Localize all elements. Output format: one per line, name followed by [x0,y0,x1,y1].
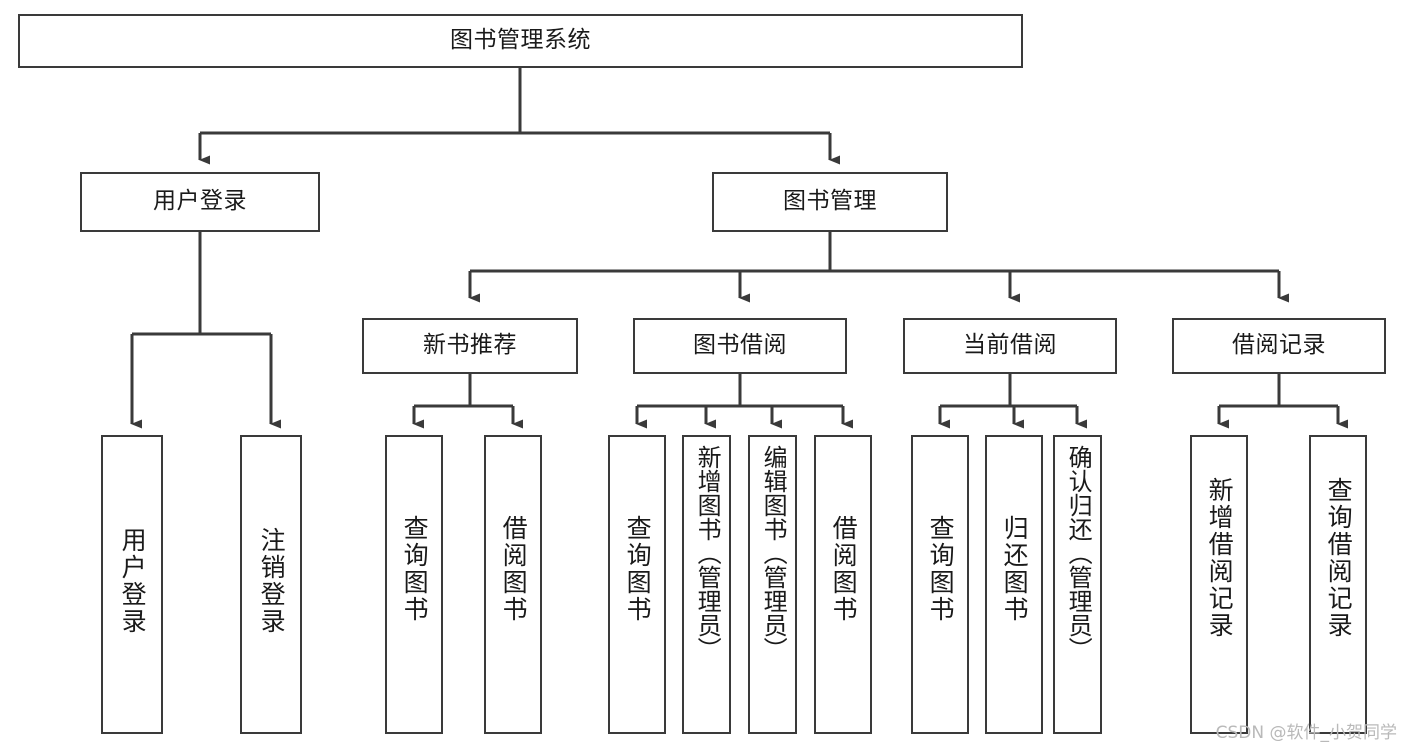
node-leaf-query-book-2-label: 查询图书 [623,515,653,623]
node-leaf-confirm-return-admin[interactable]: 确认归还（管理员） [1053,435,1102,734]
node-leaf-borrow-book-2-label: 借阅图书 [829,515,859,623]
node-leaf-borrow-book-2[interactable]: 借阅图书 [814,435,872,734]
node-leaf-query-borrow-record-label: 查询借阅记录 [1324,477,1354,639]
node-leaf-user-login[interactable]: 用户登录 [101,435,163,734]
node-leaf-add-borrow-record-label: 新增借阅记录 [1205,477,1235,639]
node-leaf-query-book-2[interactable]: 查询图书 [608,435,666,734]
node-leaf-query-borrow-record[interactable]: 查询借阅记录 [1309,435,1367,734]
node-new-book-recommend[interactable]: 新书推荐 [362,318,578,374]
node-borrow-record-label: 借阅记录 [1232,332,1326,359]
node-leaf-query-book-1-label: 查询图书 [400,515,430,623]
node-leaf-user-logout-label: 注销登录 [257,527,287,635]
node-book-manage[interactable]: 图书管理 [712,172,948,232]
node-root-label: 图书管理系统 [450,27,591,54]
node-leaf-add-borrow-record[interactable]: 新增借阅记录 [1190,435,1248,734]
node-borrow-record[interactable]: 借阅记录 [1172,318,1386,374]
node-leaf-return-book[interactable]: 归还图书 [985,435,1043,734]
node-new-book-recommend-label: 新书推荐 [423,332,517,359]
node-leaf-query-book-1[interactable]: 查询图书 [385,435,443,734]
node-book-borrow-label: 图书借阅 [693,332,787,359]
node-leaf-edit-book-admin[interactable]: 编辑图书（管理员） [748,435,797,734]
node-leaf-user-login-label: 用户登录 [118,527,148,635]
node-user-login-label: 用户登录 [153,188,247,215]
node-leaf-borrow-book-1[interactable]: 借阅图书 [484,435,542,734]
node-leaf-add-book-admin[interactable]: 新增图书（管理员） [682,435,731,734]
node-leaf-user-logout[interactable]: 注销登录 [240,435,302,734]
node-leaf-borrow-book-1-label: 借阅图书 [499,515,529,623]
node-current-borrow-label: 当前借阅 [963,332,1057,359]
node-root[interactable]: 图书管理系统 [18,14,1023,68]
node-leaf-confirm-return-admin-label: 确认归还（管理员） [1064,445,1093,661]
node-leaf-query-book-3[interactable]: 查询图书 [911,435,969,734]
node-leaf-return-book-label: 归还图书 [1000,515,1030,623]
node-user-login[interactable]: 用户登录 [80,172,320,232]
watermark: CSDN @软件_小贺同学 [1215,723,1397,743]
node-current-borrow[interactable]: 当前借阅 [903,318,1117,374]
node-book-borrow[interactable]: 图书借阅 [633,318,847,374]
node-leaf-query-book-3-label: 查询图书 [926,515,956,623]
node-leaf-edit-book-admin-label: 编辑图书（管理员） [759,445,788,661]
node-leaf-add-book-admin-label: 新增图书（管理员） [693,445,722,661]
node-book-manage-label: 图书管理 [783,188,877,215]
